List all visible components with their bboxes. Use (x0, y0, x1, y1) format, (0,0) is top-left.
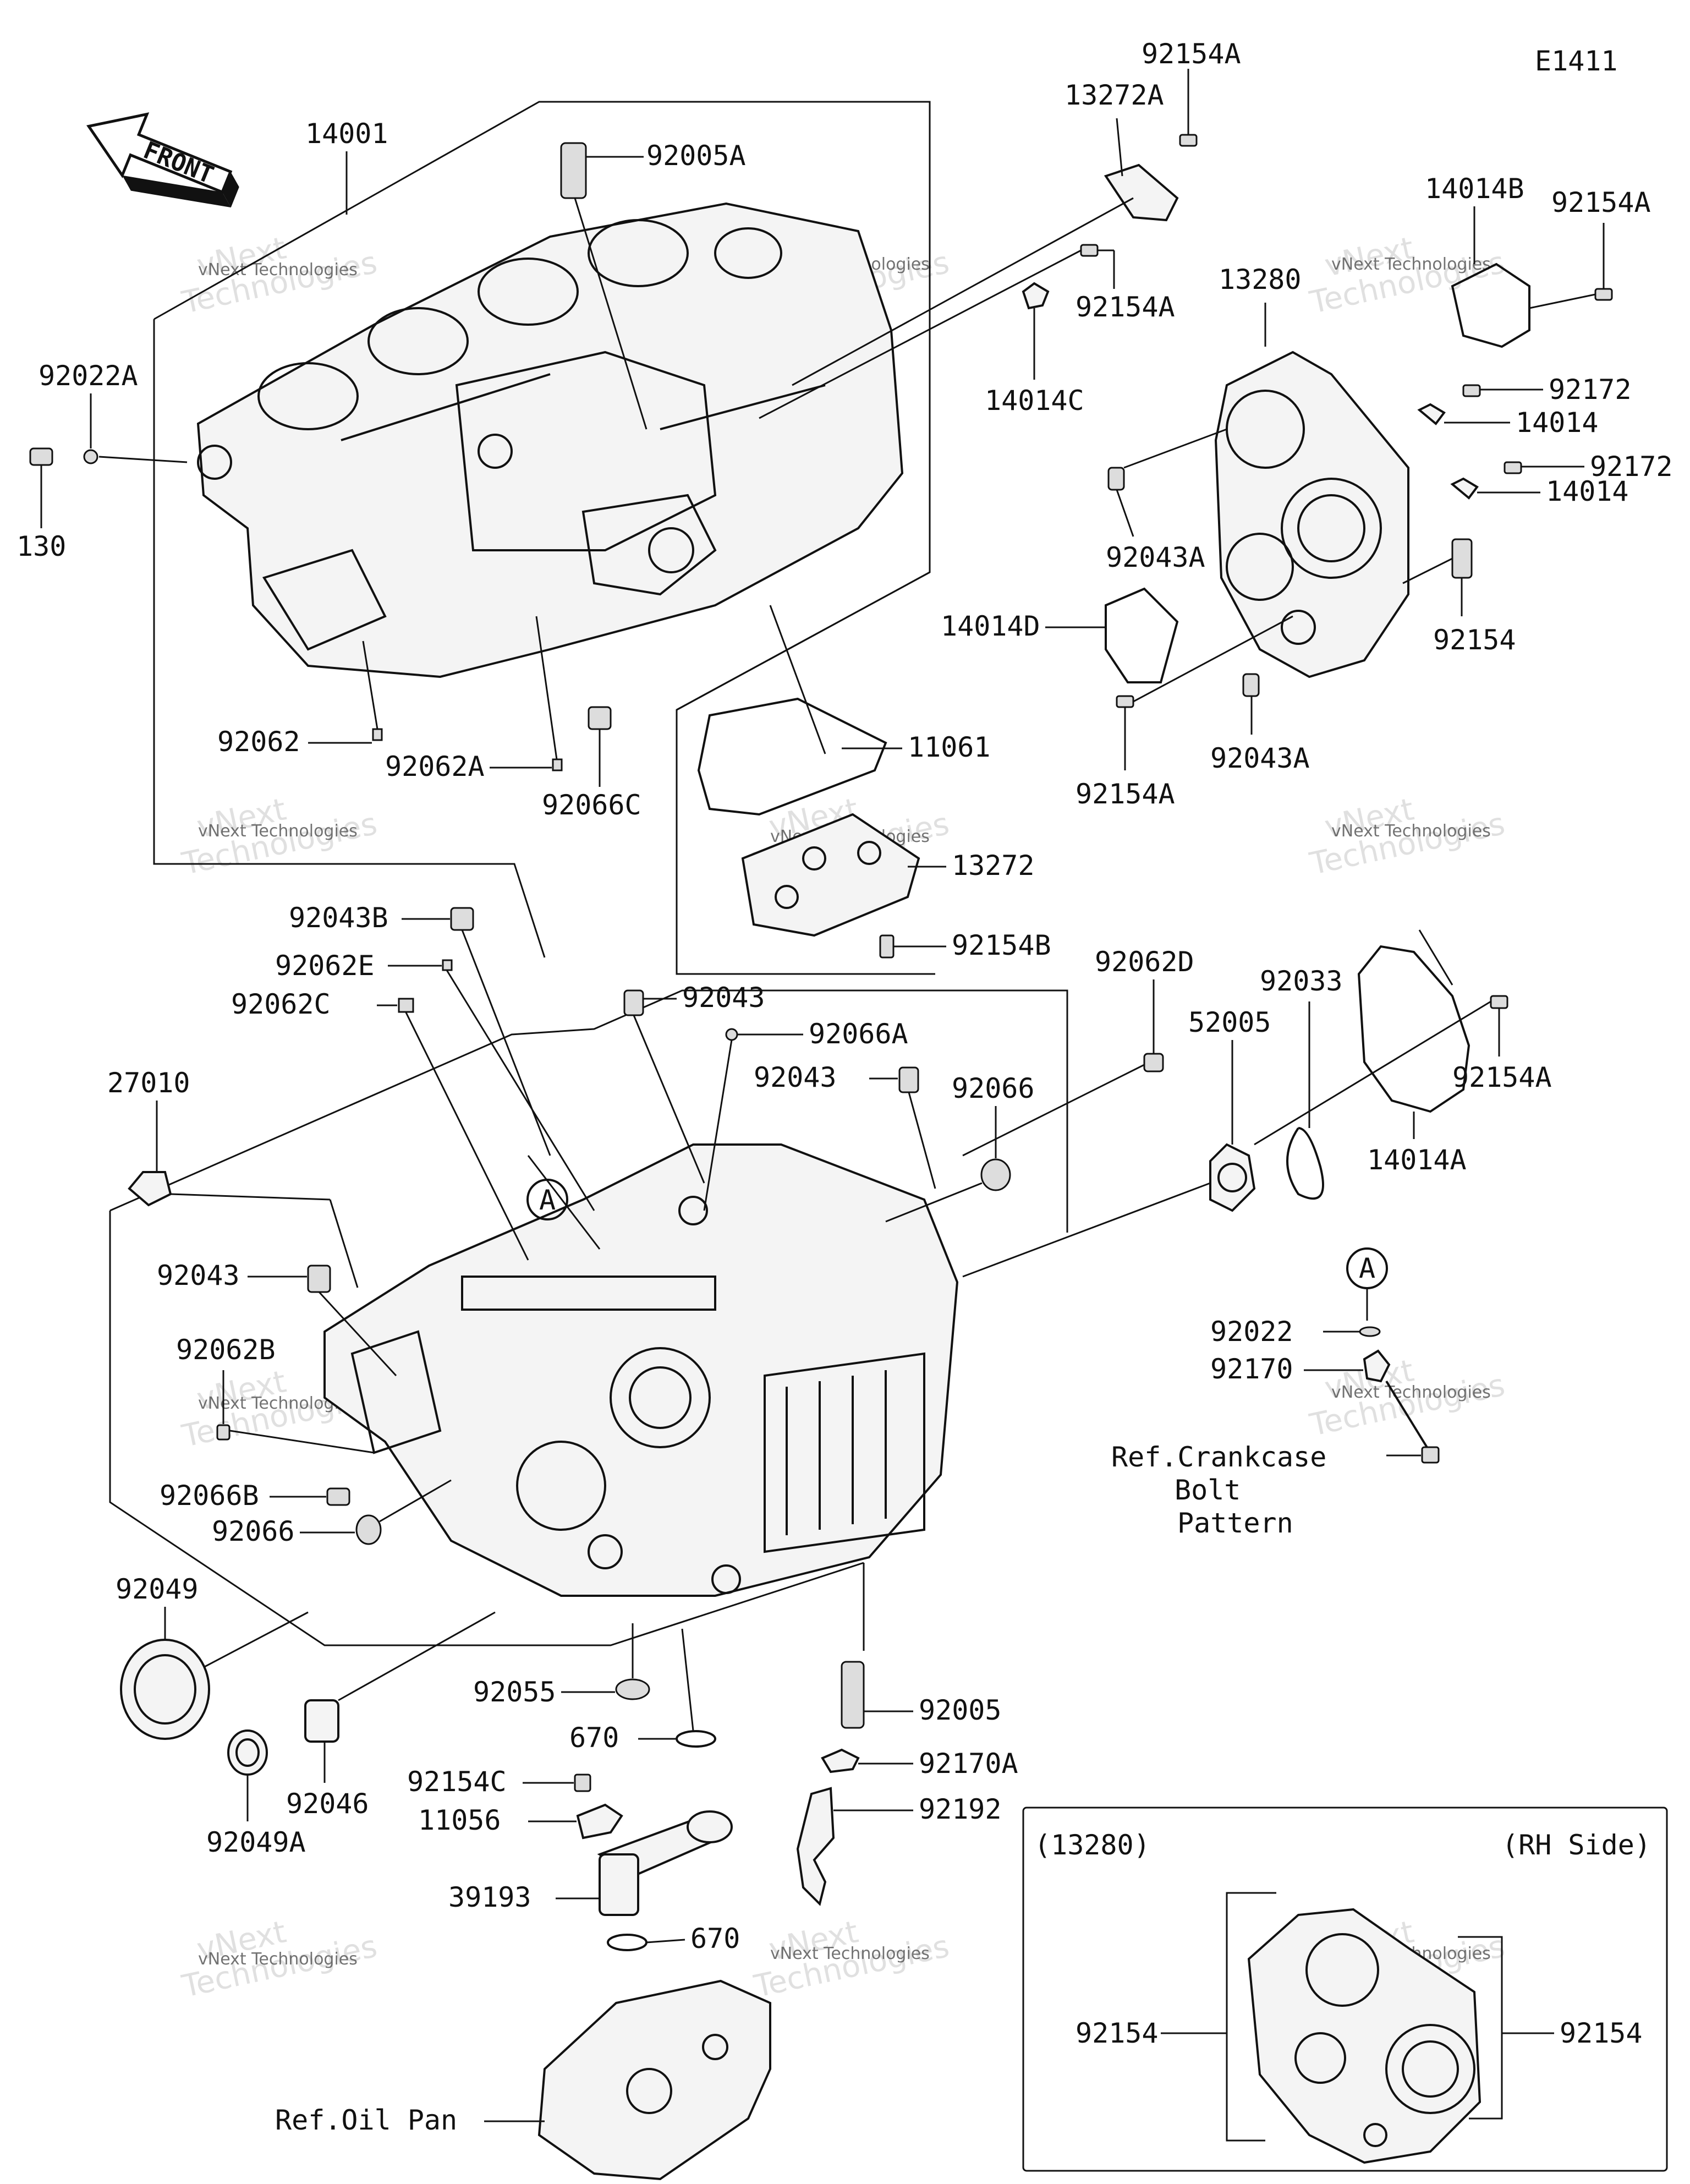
part-92062-group[interactable]: 92062 92062A 92066C (217, 616, 641, 821)
label-11061: 11061 (908, 731, 991, 763)
label-92043A-a: 92043A (1106, 541, 1205, 573)
upper-crankcase-14001 (196, 202, 904, 678)
label-130: 130 (17, 530, 66, 562)
right-side-parts[interactable]: 52005 92033 14014A 92154A (962, 929, 1552, 1278)
label-92062A: 92062A (385, 751, 485, 782)
diagram-code: E1411 (1535, 45, 1618, 77)
label-92005: 92005 (919, 1694, 1002, 1726)
seal-parts[interactable]: 92049 92049A 92046 (116, 1573, 496, 1858)
label-92062E: 92062E (275, 950, 375, 982)
label-92049A: 92049A (206, 1826, 306, 1858)
label-92046: 92046 (286, 1788, 369, 1820)
label-92043-a: 92043 (682, 982, 765, 1014)
inset-label-92154-right: 92154 (1560, 2017, 1643, 2049)
part-13272A-group[interactable]: 13272A 92154A 92154A 14014C (759, 38, 1241, 419)
label-92049: 92049 (116, 1573, 199, 1605)
label-circle-A-2: A (1359, 1252, 1375, 1284)
callout-A-right: A 92022 92170 Ref.Crankcase Bolt Pattern (1111, 1247, 1440, 1539)
label-circle-A-1: A (539, 1184, 556, 1216)
right-bottom-hoses[interactable]: 92005 92170A 92192 (796, 1661, 1018, 1906)
inset-side: (RH Side) (1502, 1829, 1651, 1861)
watermark-text: vNext Technologies (1331, 255, 1491, 274)
label-92062: 92062 (217, 726, 300, 758)
watermark-text: vNext Technologies (1331, 1383, 1491, 1402)
lower-crankcase (323, 1143, 959, 1597)
label-92005A: 92005A (646, 140, 746, 172)
label-92170: 92170 (1210, 1353, 1293, 1385)
watermark-text: vNext Technologies (198, 1950, 358, 1969)
inset-label-92154-left: 92154 (1076, 2017, 1159, 2049)
label-92172-b: 92172 (1590, 451, 1673, 483)
part-92005A[interactable]: 92005A (560, 140, 746, 430)
label-92066C: 92066C (542, 789, 641, 821)
label-92022A: 92022A (39, 360, 138, 392)
label-14014A: 14014A (1367, 1144, 1467, 1176)
label-92154A-b: 92154A (1076, 291, 1175, 323)
label-14014-b: 14014 (1546, 475, 1629, 507)
label-92043-b: 92043 (754, 1061, 837, 1093)
label-92170A: 92170A (919, 1748, 1018, 1780)
watermark-text: vNext Technologies (770, 1944, 930, 1963)
bottom-middle-parts[interactable]: 92055 670 92154C 11056 39193 670 (407, 1623, 740, 1955)
label-92154A-e: 92154A (1452, 1061, 1552, 1093)
label-ref-crankcase-2: Bolt (1175, 1474, 1241, 1506)
lower-top-parts[interactable]: 92043 92066A 92043 92066 92062D (623, 946, 1194, 1223)
label-ref-oil-pan: Ref.Oil Pan (275, 2104, 457, 2136)
label-ref-crankcase-3: Pattern (1177, 1507, 1293, 1539)
inset-title: (13280) (1034, 1829, 1150, 1861)
label-52005: 52005 (1188, 1006, 1271, 1038)
label-13280: 13280 (1219, 264, 1302, 295)
label-39193: 39193 (448, 1881, 531, 1913)
callout-A-left: A (526, 1155, 601, 1250)
label-92062C: 92062C (231, 988, 331, 1020)
label-14014D: 14014D (941, 610, 1040, 642)
label-92022: 92022 (1210, 1316, 1293, 1348)
label-92154A-d: 92154A (1076, 778, 1175, 810)
label-92154C: 92154C (407, 1766, 507, 1798)
label-13272: 13272 (952, 850, 1035, 882)
label-ref-crankcase-1: Ref.Crankcase (1111, 1441, 1326, 1473)
label-27010: 27010 (107, 1067, 190, 1099)
label-92172-a: 92172 (1549, 374, 1632, 406)
part-92022A-130[interactable]: 92022A 130 (17, 360, 188, 562)
label-670-b: 670 (690, 1923, 740, 1955)
label-92066A: 92066A (809, 1018, 908, 1050)
label-92055: 92055 (473, 1676, 556, 1708)
oil-pan-reference: Ref.Oil Pan (275, 1979, 771, 2181)
label-92066-a: 92066 (952, 1072, 1035, 1104)
label-11056: 11056 (418, 1804, 501, 1836)
label-92154-a: 92154 (1433, 624, 1516, 656)
label-92043A-b: 92043A (1210, 742, 1310, 774)
label-92033: 92033 (1260, 965, 1343, 997)
label-92062D: 92062D (1095, 946, 1194, 978)
watermark-text: vNext Technologies (198, 260, 358, 280)
label-92043B: 92043B (289, 902, 388, 934)
inset-13280-rh-side: (13280) (RH Side) 92154 92154 (1022, 1807, 1668, 2172)
label-92192: 92192 (919, 1793, 1002, 1825)
lower-left-parts[interactable]: 92043B 92062E 92062C 27010 92043 92062B … (107, 902, 595, 1547)
label-92062B: 92062B (176, 1334, 276, 1366)
label-92154B: 92154B (952, 929, 1051, 961)
label-92043-c: 92043 (157, 1260, 240, 1291)
label-14001: 14001 (305, 118, 388, 150)
front-arrow-icon: FRONT (86, 112, 239, 208)
label-92154A-top: 92154A (1142, 38, 1241, 70)
label-92154A-c: 92154A (1551, 187, 1651, 218)
watermark-text: vNext Technologies (1331, 822, 1491, 841)
label-670-a: 670 (569, 1722, 619, 1754)
label-14014-a: 14014 (1516, 407, 1599, 439)
label-13272A: 13272A (1065, 79, 1164, 111)
watermark-text: vNext Technologies (198, 822, 358, 841)
label-14014C: 14014C (985, 385, 1084, 417)
label-92066-b: 92066 (212, 1515, 295, 1547)
part-11061-13272-group[interactable]: 11061 13272 92154B (676, 571, 1051, 975)
label-14014B: 14014B (1425, 173, 1524, 205)
label-92066B: 92066B (160, 1480, 259, 1512)
gear-cover-13280[interactable]: 13280 14014B 92154A 92172 14014 92172 14… (941, 173, 1673, 810)
